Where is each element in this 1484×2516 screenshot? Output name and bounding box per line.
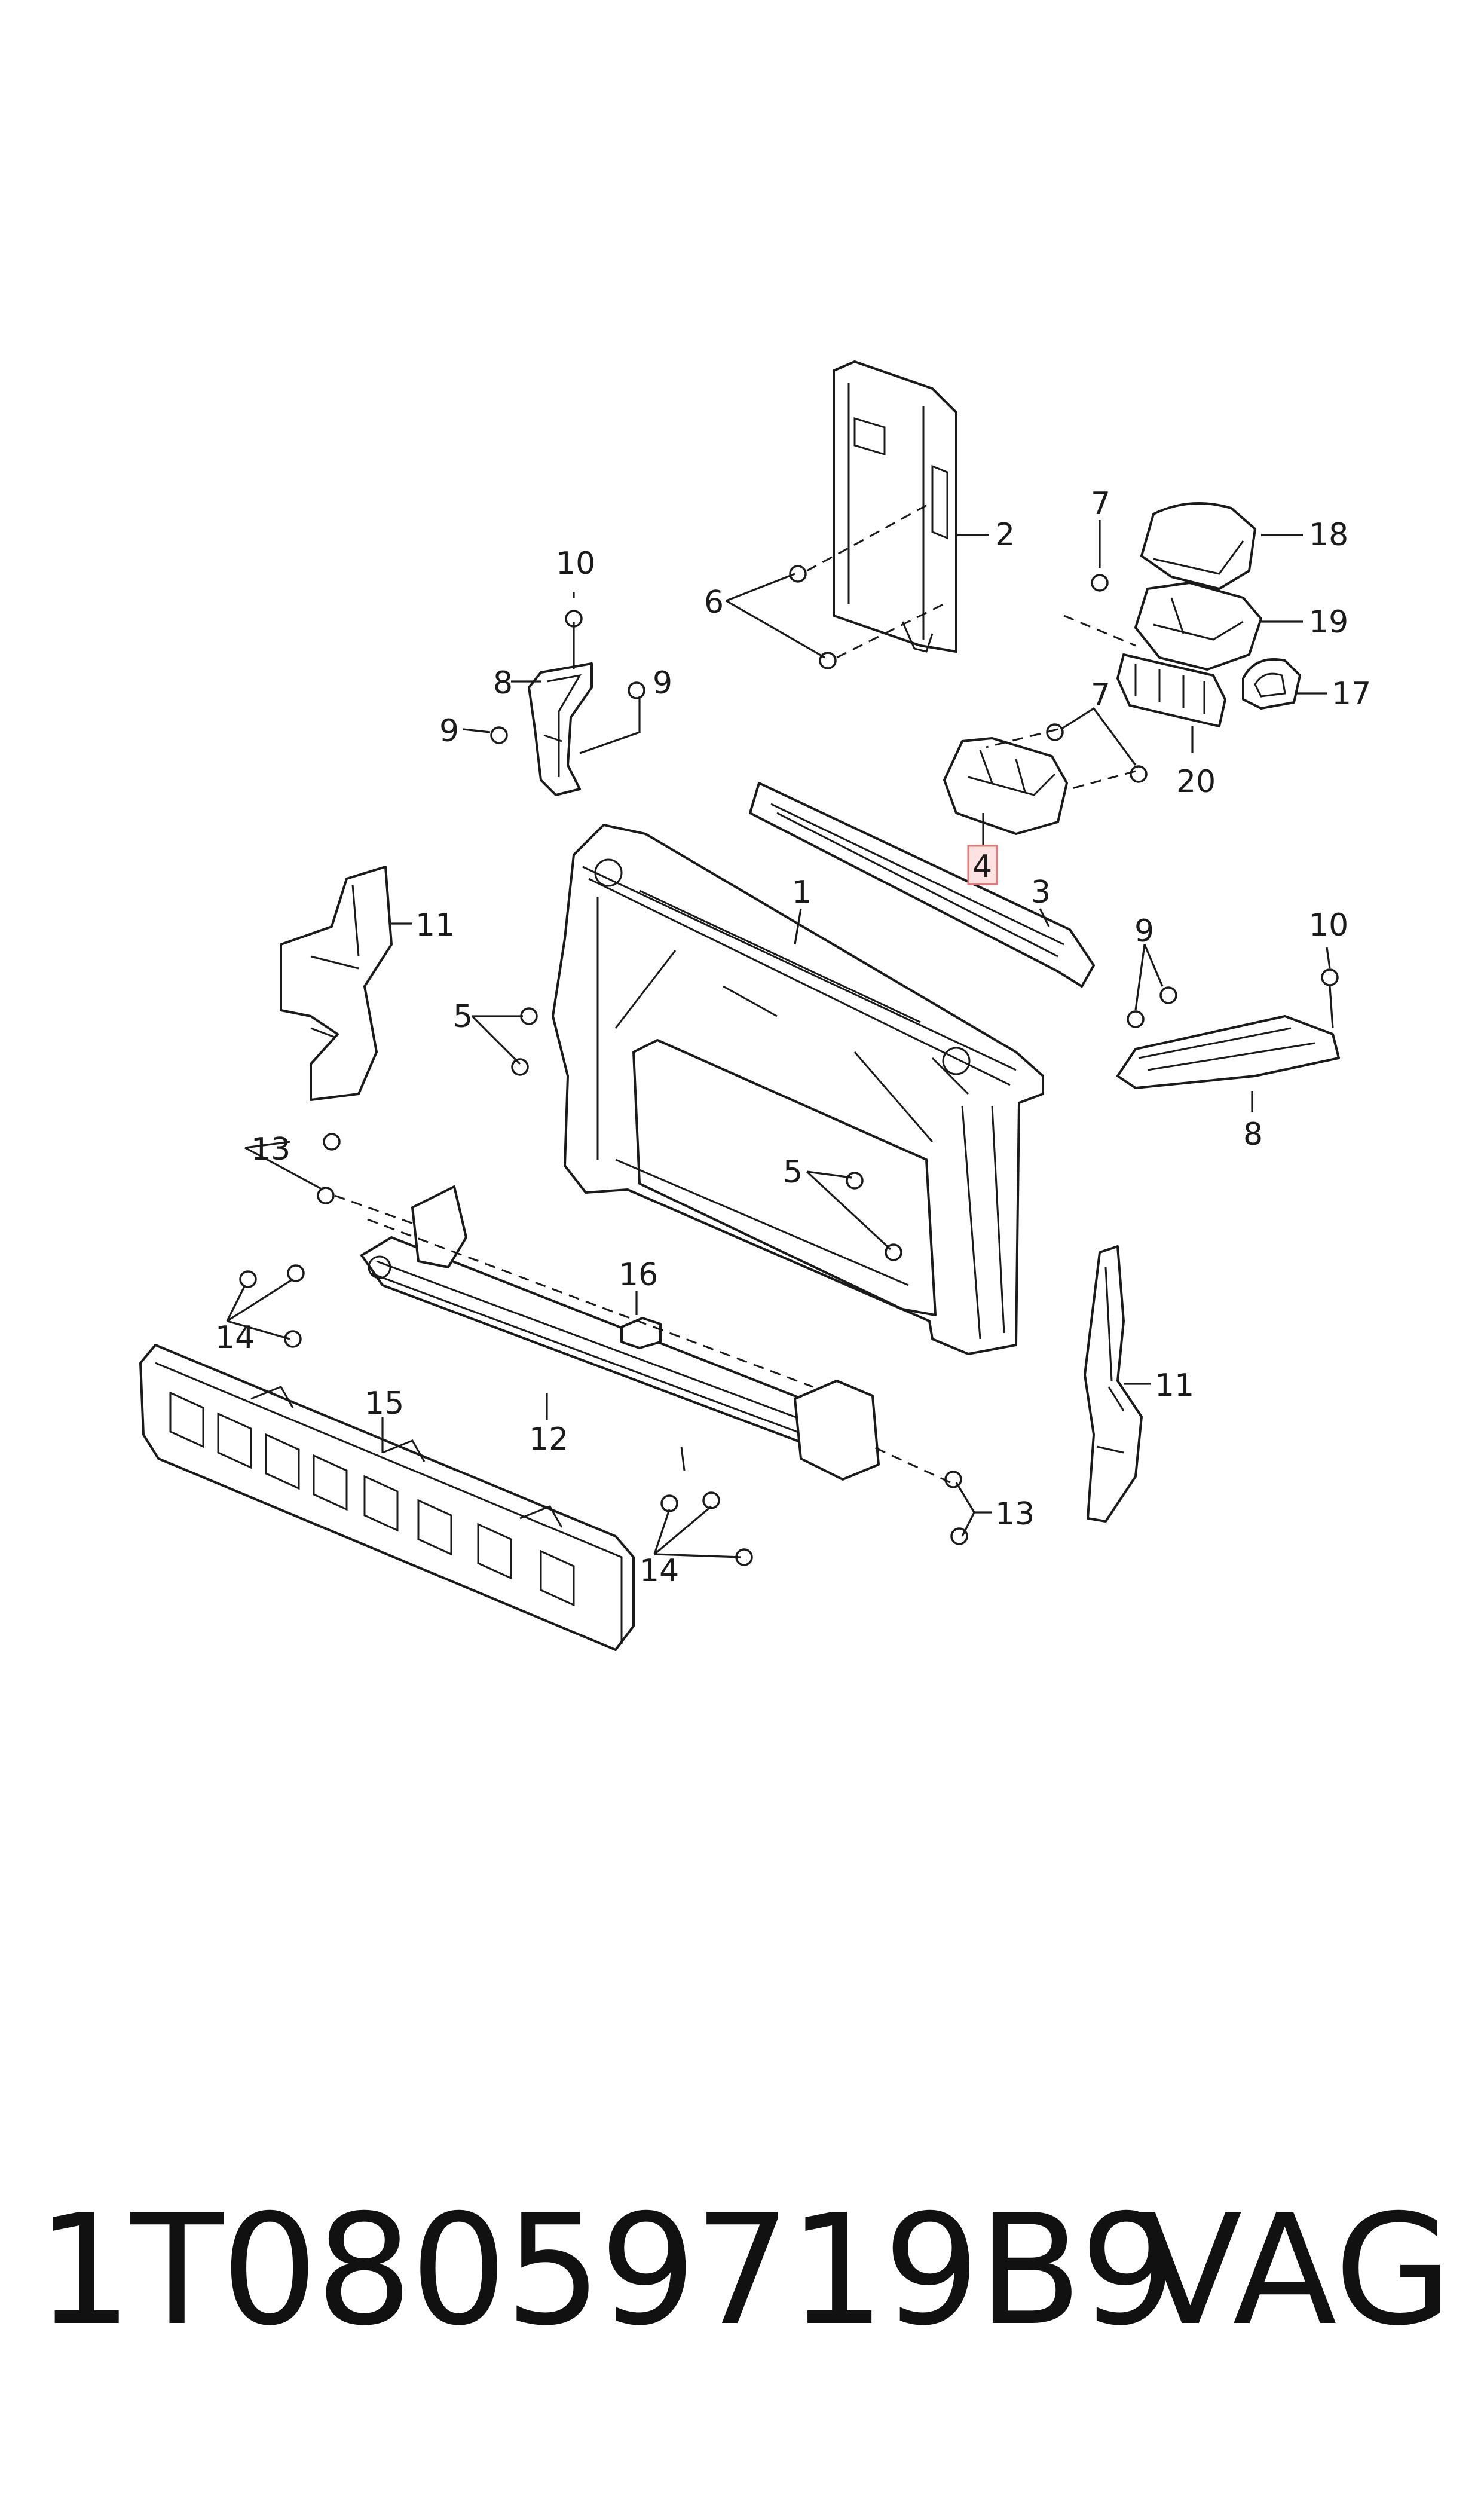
bolt-9c (1159, 986, 1177, 1004)
bolt-5a (520, 1007, 538, 1025)
part-8-left-bracket (528, 662, 593, 796)
callout-7-mid: 7 (1091, 677, 1110, 713)
part-16-clip (620, 1317, 662, 1349)
callout-5-left: 5 (453, 999, 473, 1035)
part-3-cross-rail (749, 782, 1095, 988)
bolt-7a (1091, 574, 1109, 592)
callout-1: 1 (792, 875, 812, 910)
callout-17: 17 (1332, 676, 1371, 712)
part-8-right-bracket (1116, 1015, 1340, 1089)
callout-13-left: 13 (251, 1132, 290, 1167)
footer-caption: 1T08059719B9 VAG (36, 2182, 1458, 2361)
bolt-10b (1321, 968, 1339, 986)
callout-9-left-a: 9 (653, 665, 672, 701)
callout-13-right: 13 (995, 1496, 1035, 1532)
callout-9-right: 9 (1134, 913, 1154, 949)
brand-text: VAG (1138, 2182, 1452, 2359)
bolts (239, 565, 1339, 1566)
bolt-13a (323, 1133, 341, 1151)
callout-5-right: 5 (783, 1154, 803, 1190)
part-20-bracket (1116, 653, 1226, 727)
bolt-9d (1127, 1010, 1145, 1028)
callout-4: 4 (972, 849, 992, 885)
part-12-impact-beam (360, 1185, 880, 1481)
part-19-air-guide (1134, 582, 1262, 671)
callout-7-top: 7 (1091, 486, 1110, 522)
part-17-seal (1242, 658, 1301, 710)
bolt-14c (284, 1330, 302, 1348)
bolt-14d (660, 1494, 678, 1512)
callout-12: 12 (529, 1421, 568, 1457)
bolt-13b (317, 1187, 335, 1204)
callout-14-right: 14 (640, 1553, 679, 1589)
bolt-14a (239, 1270, 257, 1288)
callout-9-left-b: 9 (439, 713, 459, 749)
callout-11-right: 11 (1155, 1368, 1194, 1404)
callout-15: 15 (365, 1386, 404, 1421)
part-15-energy-absorber (139, 1344, 635, 1651)
part-2-duct-panel (833, 360, 957, 653)
callout-20: 20 (1176, 764, 1216, 800)
callout-10-left: 10 (556, 546, 595, 582)
part-11-right-duct (1084, 1245, 1143, 1523)
bolt-9a (628, 681, 645, 699)
part-11-left-duct (280, 866, 393, 1101)
bolt-5c (846, 1172, 864, 1190)
bolt-14b (287, 1264, 305, 1282)
bolt-5b (511, 1058, 529, 1076)
callout-6: 6 (704, 585, 724, 620)
callout-3: 3 (1031, 875, 1051, 910)
part-18-cover (1140, 502, 1256, 590)
bolt-6a (789, 565, 807, 583)
callout-11-left: 11 (415, 907, 455, 943)
part-4-air-guide (943, 737, 1068, 835)
callout-16: 16 (619, 1257, 658, 1293)
bolt-14e (702, 1491, 720, 1509)
callout-2: 2 (995, 517, 1015, 553)
callout-18: 18 (1309, 517, 1348, 553)
callout-14-left: 14 (215, 1320, 255, 1356)
leader-lines (226, 520, 1334, 1558)
bolt-9b (490, 726, 508, 744)
assembly-lines (334, 501, 1136, 1484)
callout-8-right: 8 (1243, 1117, 1263, 1152)
part-number-text: 1T08059719B9 (36, 2182, 1177, 2359)
part-1-front-carrier (552, 824, 1044, 1355)
bolt-7c (1130, 765, 1148, 783)
callouts: 1 2 3 4 5 5 6 7 7 8 8 9 9 9 10 10 11 11 … (215, 486, 1371, 1589)
callout-19: 19 (1309, 604, 1348, 640)
callout-8-left: 8 (493, 665, 513, 701)
bolt-7b (1046, 723, 1064, 741)
callout-10-right: 10 (1309, 907, 1348, 943)
highlight-box-4 (967, 845, 998, 885)
